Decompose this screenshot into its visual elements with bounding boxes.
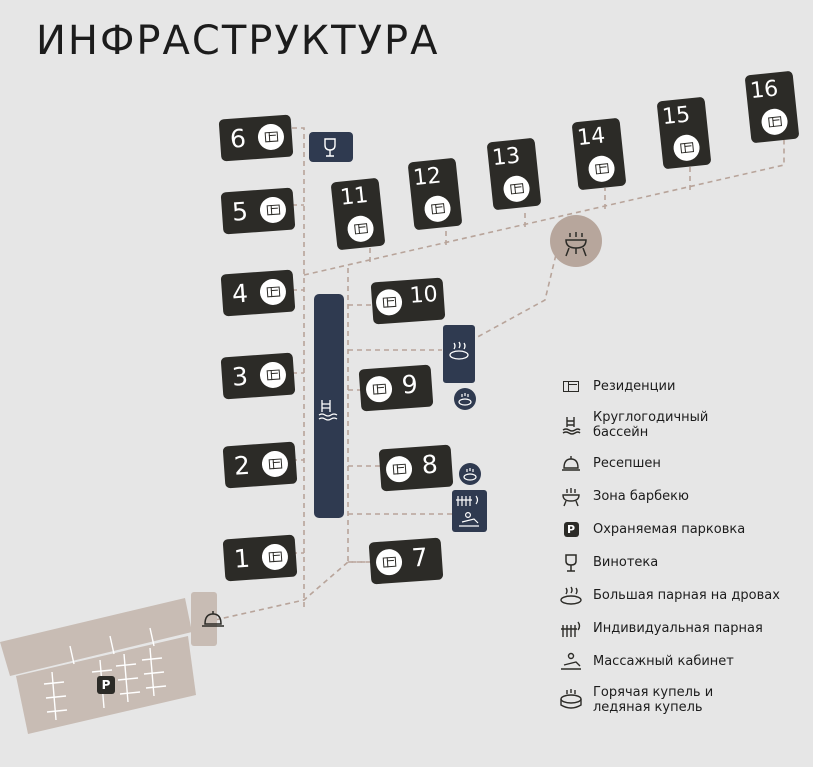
residence-icon xyxy=(257,123,285,151)
residence-plot-4: 4 xyxy=(220,269,296,317)
residence-icon xyxy=(558,377,584,397)
plot-number: 11 xyxy=(338,182,370,211)
residence-icon xyxy=(259,278,287,306)
private-sauna-icon xyxy=(558,619,584,639)
residence-plot-5: 5 xyxy=(220,187,296,235)
legend-item: Индивидуальная парная xyxy=(558,612,808,645)
massage-icon xyxy=(459,511,479,527)
parking-marker xyxy=(97,676,115,694)
plot-number: 5 xyxy=(231,196,249,227)
hot-tub-icon xyxy=(463,468,477,481)
wine-glass-icon xyxy=(324,138,336,157)
legend: Резиденции Круглогодичный бассейн Ресепш… xyxy=(558,370,808,722)
residence-icon xyxy=(259,361,287,389)
private-sauna-icon xyxy=(456,495,479,506)
residence-plot-10: 10 xyxy=(370,277,446,325)
hot-tub-icon xyxy=(558,689,584,710)
residence-plot-14: 14 xyxy=(571,117,627,191)
plot-number: 4 xyxy=(231,278,249,309)
residence-plot-7: 7 xyxy=(368,537,444,585)
plot-number: 8 xyxy=(420,449,439,480)
residence-icon xyxy=(385,455,413,484)
barbecue-zone xyxy=(550,215,602,267)
residence-icon xyxy=(365,375,393,404)
residence-plot-6: 6 xyxy=(218,114,294,162)
residence-icon xyxy=(587,154,616,184)
residence-icon xyxy=(259,196,287,224)
plot-number: 15 xyxy=(660,102,692,131)
legend-item: Массажный кабинет xyxy=(558,645,808,678)
legend-item: Винотека xyxy=(558,546,808,579)
residence-plot-8: 8 xyxy=(378,444,454,492)
hot-tub-icon xyxy=(458,393,472,406)
legend-item: P Охраняемая парковка xyxy=(558,513,808,546)
residence-icon xyxy=(760,107,789,137)
wood-sauna-icon xyxy=(449,341,469,360)
walking-paths xyxy=(214,127,785,621)
plot-number: 14 xyxy=(575,123,607,152)
residence-icon xyxy=(502,174,531,204)
reception-bell-icon xyxy=(202,611,224,627)
residence-icon xyxy=(672,133,701,163)
legend-item: Горячая купель и ледяная купель xyxy=(558,678,808,722)
legend-item: Ресепшен xyxy=(558,447,808,480)
plot-number: 13 xyxy=(490,143,522,172)
residence-plot-3: 3 xyxy=(220,352,296,400)
residence-plot-15: 15 xyxy=(656,96,712,170)
legend-item: Зона барбекю xyxy=(558,480,808,513)
residence-icon xyxy=(346,214,375,244)
residence-icon xyxy=(375,288,403,317)
residence-plot-12: 12 xyxy=(407,157,463,231)
pool-icon xyxy=(558,415,584,435)
residence-plot-1: 1 xyxy=(222,534,298,582)
residence-plot-2: 2 xyxy=(222,441,298,489)
residence-icon xyxy=(261,450,289,478)
plot-number: 12 xyxy=(411,163,443,192)
plot-number: 6 xyxy=(229,123,247,154)
residence-icon xyxy=(423,194,452,224)
residence-icon xyxy=(375,548,403,577)
plot-number: 16 xyxy=(748,76,780,105)
residence-plot-13: 13 xyxy=(486,137,542,211)
residence-plot-16: 16 xyxy=(744,70,800,144)
barbecue-grill-icon xyxy=(558,487,584,507)
barbecue-grill-icon xyxy=(565,232,587,257)
residence-icon xyxy=(261,543,289,571)
wood-sauna-icon xyxy=(558,586,584,606)
plot-number: 1 xyxy=(233,543,251,574)
reception-bell-icon xyxy=(558,454,584,474)
parking-label: P xyxy=(101,678,111,692)
residence-plot-9: 9 xyxy=(358,364,434,412)
pool-icon xyxy=(318,400,338,421)
page-title: ИНФРАСТРУКТУРА xyxy=(36,18,440,64)
legend-item: Большая парная на дровах xyxy=(558,579,808,612)
plot-number: 7 xyxy=(410,542,429,573)
parking-icon: P xyxy=(558,520,584,540)
wood-sauna xyxy=(443,325,475,383)
plot-number: 3 xyxy=(231,361,249,392)
wine-bar xyxy=(309,132,353,162)
plot-number: 2 xyxy=(233,450,251,481)
pool xyxy=(314,294,344,518)
plot-number: 9 xyxy=(400,369,419,400)
plot-number: 10 xyxy=(408,281,439,309)
residence-plot-11: 11 xyxy=(330,177,386,251)
legend-item: Круглогодичный бассейн xyxy=(558,403,808,447)
wine-glass-icon xyxy=(558,553,584,573)
legend-item: Резиденции xyxy=(558,370,808,403)
massage-icon xyxy=(558,652,584,672)
parking-area xyxy=(0,592,217,734)
